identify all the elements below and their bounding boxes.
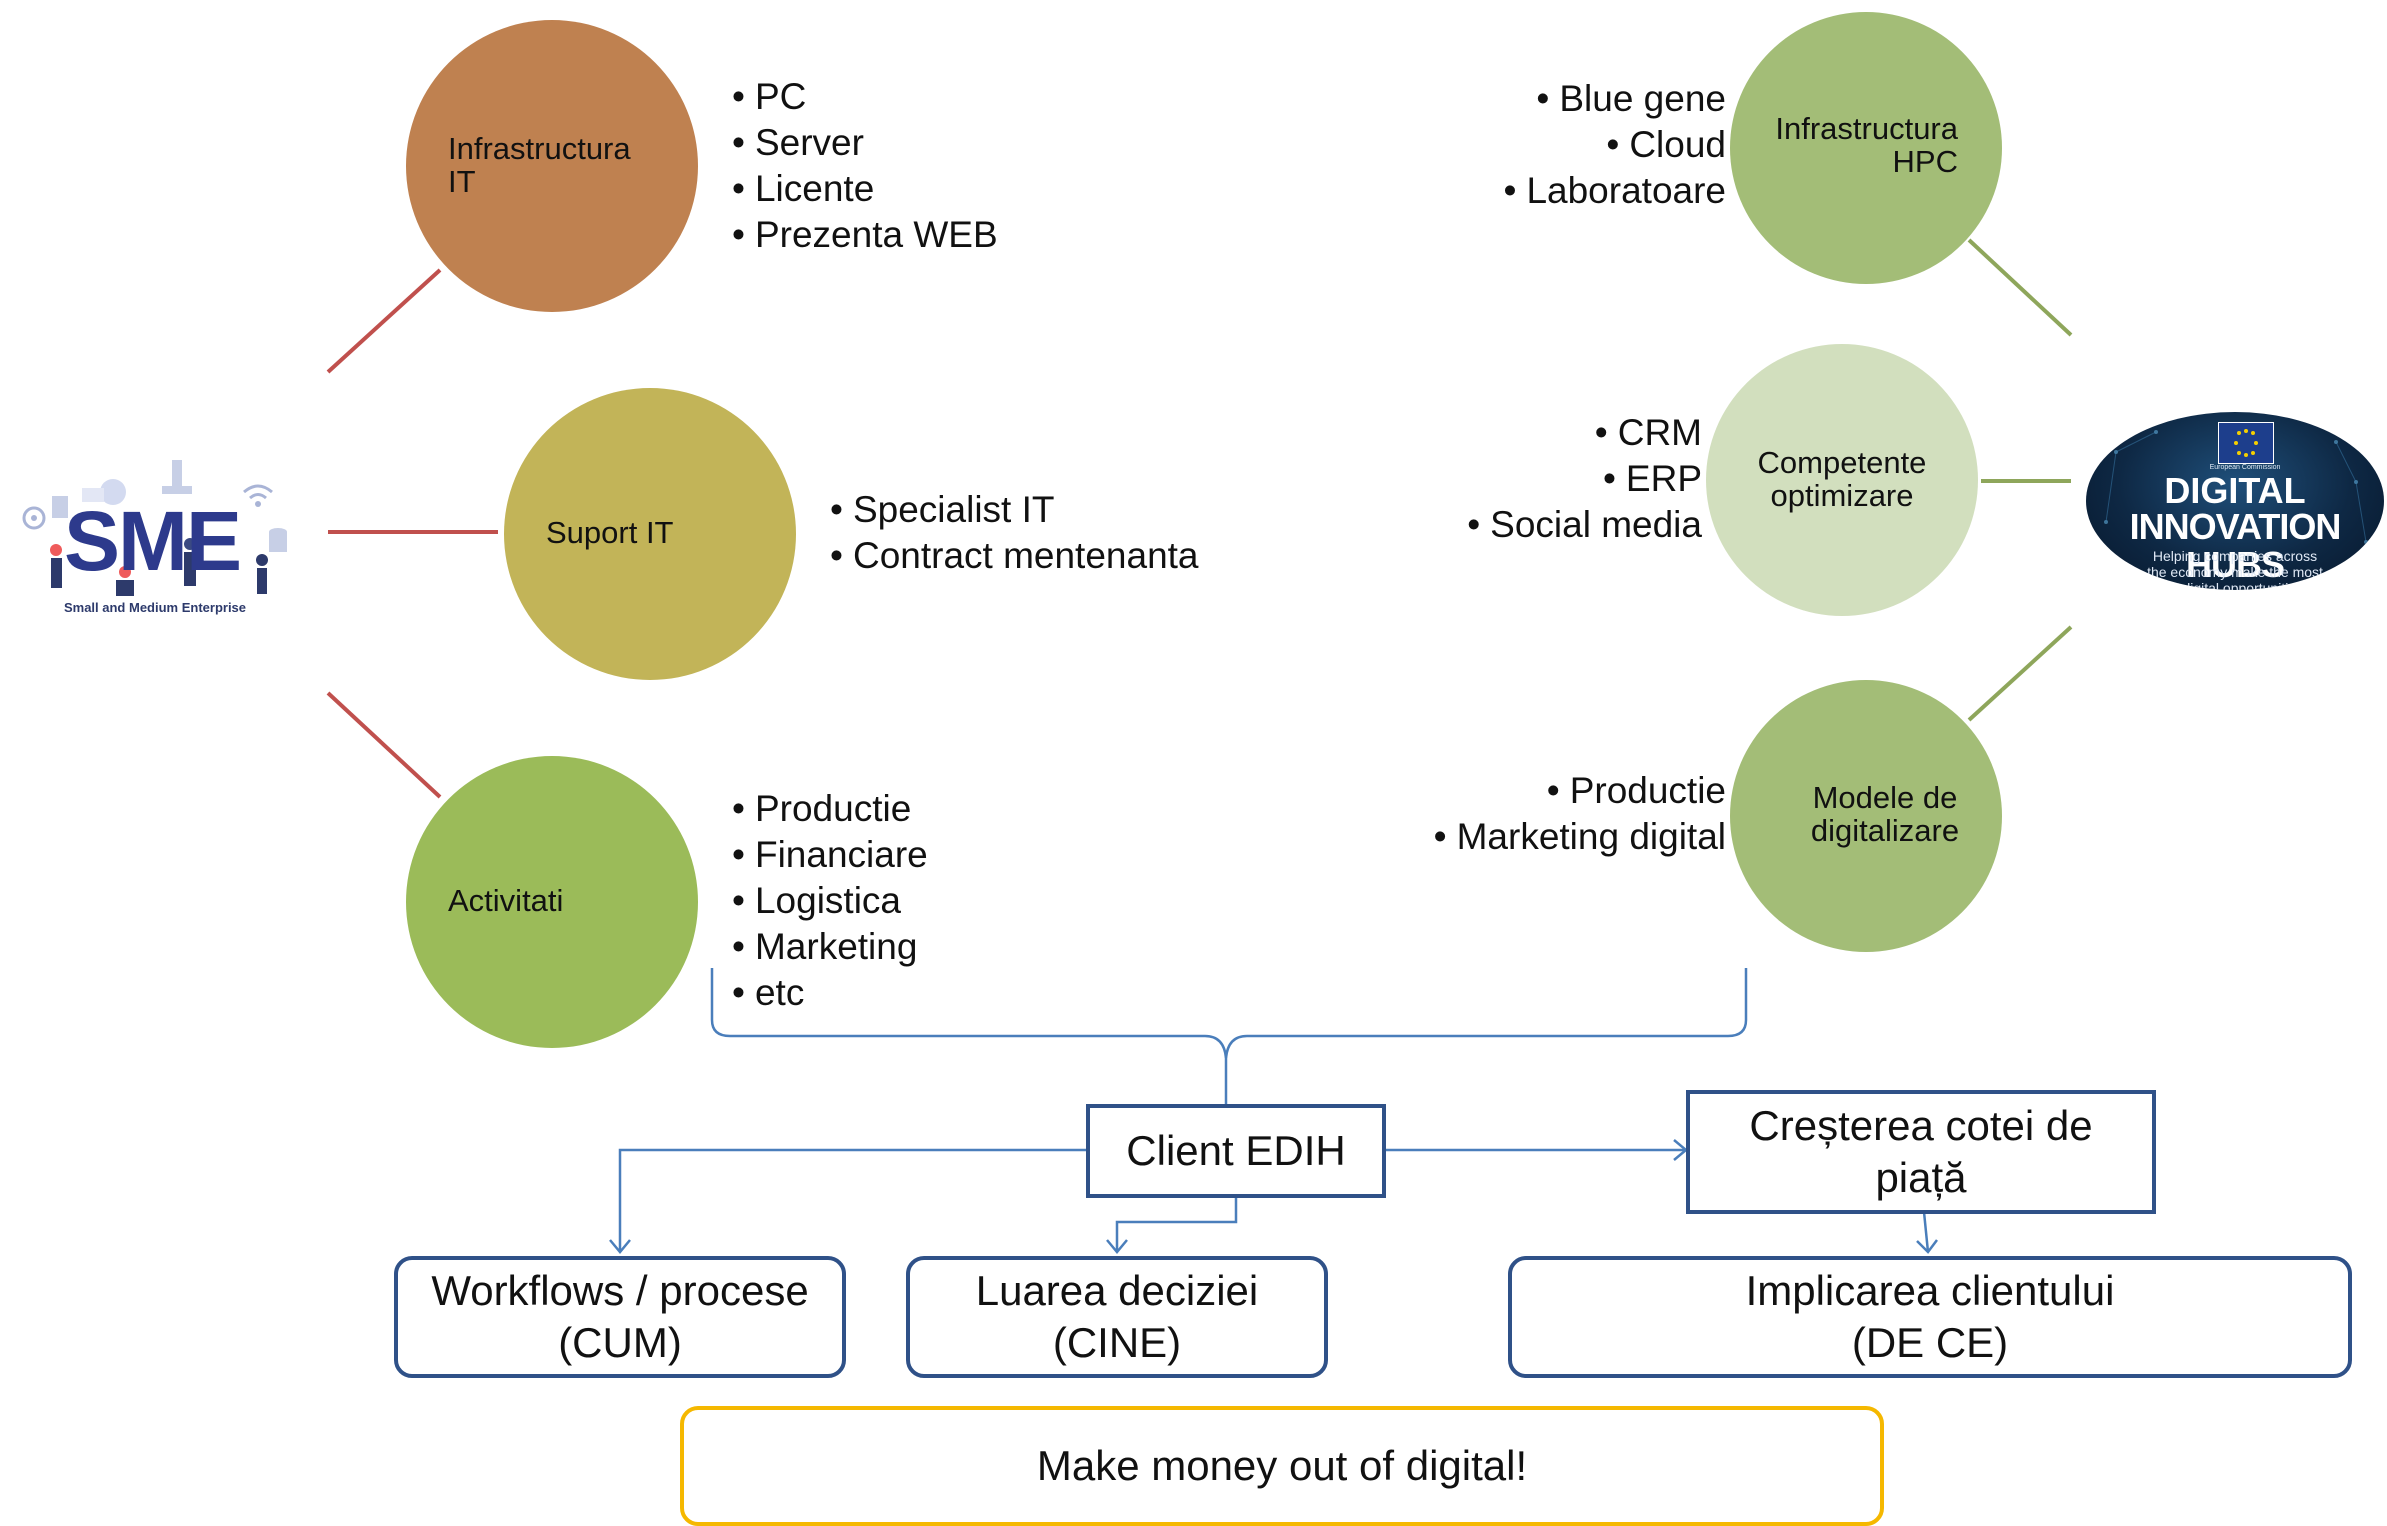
dih-logo-tag-2: the economy make the most	[2147, 564, 2323, 580]
sme-logo-subtitle: Small and Medium Enterprise	[63, 600, 247, 615]
left-connectors	[326, 268, 498, 799]
brace-left-arm	[710, 968, 1228, 1059]
label-modele-digitalizare: Modele de digitalizare	[1810, 780, 1960, 848]
arrow-head-involvement	[1916, 1239, 1938, 1254]
list-modele-digitalizare: Productie Marketing digital	[1300, 768, 1726, 860]
list-item: PC	[732, 74, 998, 120]
label-infrastructura-it: Infrastructura IT	[448, 131, 631, 199]
dih-network-icon	[2104, 430, 2368, 544]
circle-infrastructura-it	[406, 20, 698, 312]
dih-logo-tag-3: of digital opportunities	[2166, 580, 2304, 590]
cresterea-cotei-text: Creșterea cotei de piață	[1749, 1102, 2093, 1201]
circle-modele-digitalizare	[1730, 680, 2002, 952]
connector-dih-infrastructura-hpc	[1967, 238, 2073, 337]
box-client-edih: Client EDIH	[1086, 1104, 1386, 1198]
list-activitati: Productie Financiare Logistica Marketing…	[732, 786, 928, 1016]
sme-logo: SME Small and Medium Enterprise	[12, 448, 298, 618]
list-item: etc	[732, 970, 928, 1016]
dih-logo-title-1: DIGITAL	[2164, 470, 2306, 511]
list-infrastructura-hpc: Blue gene Cloud Laboratoare	[1300, 76, 1726, 214]
list-suport-it: Specialist IT Contract mentenanta	[830, 487, 1199, 579]
implicarea-clientului-text: Implicarea clientului (DE CE)	[1745, 1267, 2115, 1366]
box-luarea-deciziei: Luarea deciziei (CINE)	[906, 1256, 1328, 1378]
box-workflows: Workflows / procese (CUM)	[394, 1256, 846, 1378]
label-infrastructura-hpc: Infrastructura HPC	[1775, 111, 1958, 179]
sme-illustration-icon	[22, 460, 287, 596]
circle-infrastructura-hpc	[1730, 12, 2002, 284]
luarea-deciziei-text: Luarea deciziei (CINE)	[975, 1267, 1259, 1366]
circle-suport-it	[504, 388, 796, 680]
arrow-head-workflows	[609, 1239, 631, 1254]
list-competente-optimizare: CRM ERP Social media	[1276, 410, 1702, 548]
workflows-text: Workflows / procese (CUM)	[431, 1267, 809, 1366]
list-item: Productie	[1300, 768, 1726, 814]
list-item: Productie	[732, 786, 928, 832]
dih-logo: European Commission DIGITAL INNOVATION H…	[2086, 412, 2384, 590]
list-item: Specialist IT	[830, 487, 1199, 533]
circle-competente-optimizare	[1706, 344, 1978, 616]
list-item: Social media	[1276, 502, 1702, 548]
client-edih-text: Client EDIH	[1126, 1127, 1346, 1174]
flow-arrows	[609, 968, 1938, 1254]
arrow-to-involvement	[1922, 1211, 1930, 1253]
list-item: Financiare	[732, 832, 928, 878]
list-item: Marketing digital	[1300, 814, 1726, 860]
dih-logo-title-2: INNOVATION HUBS	[2129, 506, 2342, 585]
list-item: Logistica	[732, 878, 928, 924]
connector-dih-modele	[1967, 625, 2073, 722]
box-cresterea-cotei: Creșterea cotei de piață	[1686, 1090, 2156, 1214]
list-item: Licente	[732, 166, 998, 212]
label-suport-it: Suport IT	[546, 515, 674, 550]
eu-flag-icon	[2218, 422, 2274, 464]
circle-activitati	[406, 756, 698, 1048]
label-activitati: Activitati	[448, 883, 564, 918]
box-implicarea-clientului: Implicarea clientului (DE CE)	[1508, 1256, 2352, 1378]
label-competente-optimizare: Competente optimizare	[1757, 445, 1927, 513]
list-item: ERP	[1276, 456, 1702, 502]
sme-logo-title: SME	[64, 494, 242, 588]
list-item: Marketing	[732, 924, 928, 970]
list-item: Contract mentenanta	[830, 533, 1199, 579]
box-make-money: Make money out of digital!	[680, 1406, 1884, 1526]
dih-logo-org: European Commission	[2209, 464, 2281, 471]
arrow-to-decision	[1115, 1197, 1238, 1252]
right-connectors	[1967, 238, 2073, 722]
list-item: Laboratoare	[1300, 168, 1726, 214]
make-money-text: Make money out of digital!	[1036, 1442, 1528, 1489]
list-item: CRM	[1276, 410, 1702, 456]
brace-right-arm	[1224, 968, 1748, 1059]
list-item: Prezenta WEB	[732, 212, 998, 258]
eu-stars-icon	[2234, 429, 2258, 457]
connector-sme-activitati	[326, 691, 442, 799]
list-item: Cloud	[1300, 122, 1726, 168]
connector-sme-infrastructura-it	[326, 268, 442, 374]
dih-logo-tag-1: Helping companies across	[2152, 548, 2318, 564]
arrow-head-decision	[1106, 1239, 1128, 1254]
list-item: Server	[732, 120, 998, 166]
list-infrastructura-it: PC Server Licente Prezenta WEB	[732, 74, 998, 258]
list-item: Blue gene	[1300, 76, 1726, 122]
arrow-to-workflows	[618, 1148, 1086, 1252]
